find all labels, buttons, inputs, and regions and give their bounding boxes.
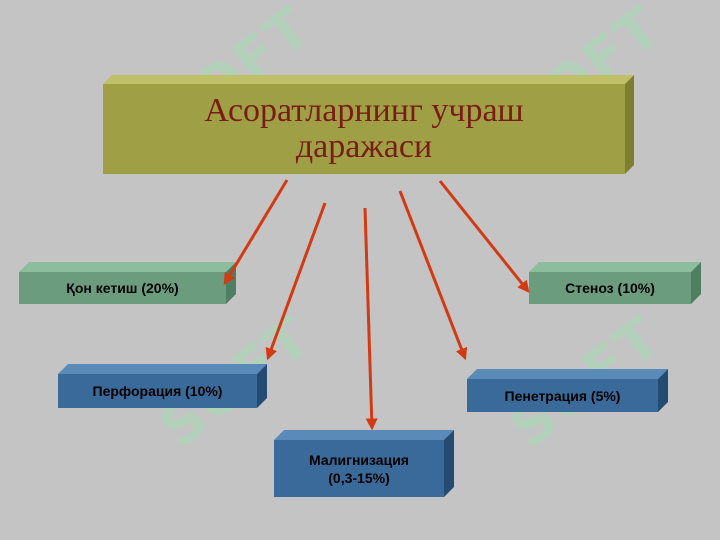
arrow-to-perforation	[265, 202, 327, 361]
title-box: Асоратларнинг учраш даражаси	[103, 75, 634, 174]
node-malignization-line-1: Малигнизация	[309, 451, 409, 468]
node-bleeding: Қон кетиш (20%)	[19, 262, 236, 304]
title-box-shape	[103, 75, 634, 174]
node-perforation: Перфорация (10%)	[58, 364, 267, 408]
node-malignization-shape	[274, 430, 454, 497]
arrow-to-malignization	[363, 207, 378, 431]
title-line-2: даражаси	[295, 128, 433, 165]
node-malignization: Малигнизация (0,3-15%)	[274, 430, 454, 497]
node-penetration: Пенетрация (5%)	[467, 369, 668, 412]
node-stenosis-label: Стеноз (10%)	[565, 280, 655, 296]
arrow-to-bleeding	[223, 179, 289, 286]
node-stenosis-shape	[529, 262, 701, 304]
node-penetration-label: Пенетрация (5%)	[504, 387, 621, 404]
arrow-to-penetration	[398, 190, 468, 361]
title-line-1: Асоратларнинг учраш	[204, 92, 524, 129]
node-perforation-label: Перфорация (10%)	[92, 383, 223, 399]
arrow-to-stenosis	[438, 180, 530, 293]
node-bleeding-label: Қон кетиш (20%)	[66, 280, 179, 296]
node-perforation-shape	[58, 364, 267, 408]
node-bleeding-shape	[19, 262, 236, 304]
node-penetration-shape	[467, 369, 668, 412]
node-malignization-line-2: (0,3-15%)	[328, 469, 390, 486]
node-stenosis: Стеноз (10%)	[529, 262, 701, 304]
